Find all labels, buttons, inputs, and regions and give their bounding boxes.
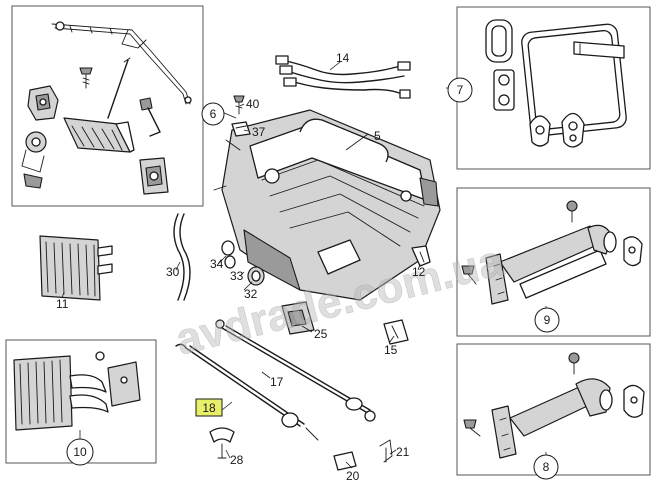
gear-clip-part xyxy=(21,131,47,189)
screw-icon xyxy=(79,67,93,89)
heater-housing-part xyxy=(213,109,441,301)
servo-motor-part xyxy=(139,157,169,195)
screw-8-icon xyxy=(463,419,481,437)
part-number-21: 21 xyxy=(396,445,410,459)
label-14[interactable]: 14 xyxy=(336,51,350,65)
part-number-14: 14 xyxy=(336,51,350,65)
label-28[interactable]: 28 xyxy=(230,453,244,467)
clip-12-part xyxy=(411,245,431,267)
seal-oval-part xyxy=(485,19,513,63)
clip-37-icon xyxy=(231,121,251,137)
label-17[interactable]: 17 xyxy=(270,375,284,389)
callout-10[interactable]: 10 xyxy=(66,438,94,466)
part-number-7: 7 xyxy=(457,83,464,97)
label-34[interactable]: 34 xyxy=(210,257,224,271)
label-32[interactable]: 32 xyxy=(244,287,258,301)
heater-core-11-part xyxy=(39,235,113,301)
part-number-30: 30 xyxy=(166,265,180,279)
label-12[interactable]: 12 xyxy=(412,265,426,279)
label-33[interactable]: 33 xyxy=(230,269,244,283)
seal-rings-part xyxy=(221,240,265,286)
flap-actuator-part xyxy=(27,85,59,121)
label-30[interactable]: 30 xyxy=(166,265,180,279)
callout-8[interactable]: 8 xyxy=(533,454,559,480)
wiring-harness-part xyxy=(275,55,411,99)
label-25[interactable]: 25 xyxy=(314,327,328,341)
part-number-9: 9 xyxy=(544,313,551,327)
clip-20-part xyxy=(333,451,357,471)
cable-17-part xyxy=(215,319,376,422)
bolt-9-icon xyxy=(566,200,578,223)
callout-7[interactable]: 7 xyxy=(447,77,473,103)
callout-6[interactable]: 6 xyxy=(201,102,225,126)
label-11[interactable]: 11 xyxy=(56,297,69,311)
part-number-32: 32 xyxy=(244,287,258,301)
bar-seal-part xyxy=(573,41,625,59)
callout-9[interactable]: 9 xyxy=(534,307,560,333)
seal-double-part xyxy=(493,69,515,111)
part-number-34: 34 xyxy=(210,257,224,271)
clip-15-part xyxy=(383,319,409,345)
hose-30-part xyxy=(173,213,191,301)
screw-9-icon xyxy=(461,265,477,285)
clamp-28-part xyxy=(209,427,235,459)
label-37[interactable]: 37 xyxy=(252,125,266,139)
label-20[interactable]: 20 xyxy=(346,469,360,483)
part-number-12: 12 xyxy=(412,265,426,279)
part-number-37: 37 xyxy=(252,125,266,139)
label-40[interactable]: 40 xyxy=(246,97,260,111)
label-21[interactable]: 21 xyxy=(396,445,410,459)
lever-part xyxy=(139,97,161,137)
heater-core-10-part xyxy=(13,351,141,431)
part-number-40: 40 xyxy=(246,97,260,111)
part-number-8: 8 xyxy=(543,460,550,474)
label-5[interactable]: 5 xyxy=(374,129,381,143)
bracket-arm-part xyxy=(51,21,192,105)
clip-21-part xyxy=(379,439,393,463)
part-number-25: 25 xyxy=(314,327,328,341)
water-valve-9-part xyxy=(485,224,643,305)
bolt-8-icon xyxy=(568,352,580,375)
label-15[interactable]: 15 xyxy=(384,343,398,357)
rod-part xyxy=(107,57,131,119)
part-number-28: 28 xyxy=(230,453,244,467)
water-valve-8-part xyxy=(491,378,645,459)
screw-40-icon xyxy=(233,95,245,115)
part-number-5: 5 xyxy=(374,129,381,143)
cable-18-part xyxy=(175,343,319,441)
part-number-6: 6 xyxy=(210,107,217,121)
label-18-highlighted[interactable]: 18 xyxy=(195,398,223,417)
part-number-11: 11 xyxy=(56,297,69,311)
grommet-part xyxy=(529,112,585,148)
part-number-20: 20 xyxy=(346,469,360,483)
part-number-17: 17 xyxy=(270,375,284,389)
part-number-33: 33 xyxy=(230,269,244,283)
highlight-18 xyxy=(195,398,223,417)
louver-flap-part xyxy=(63,117,135,153)
bracket-25-part xyxy=(281,301,315,335)
part-number-10: 10 xyxy=(73,445,87,459)
part-number-18: 18 xyxy=(202,401,216,415)
part-number-15: 15 xyxy=(384,343,398,357)
